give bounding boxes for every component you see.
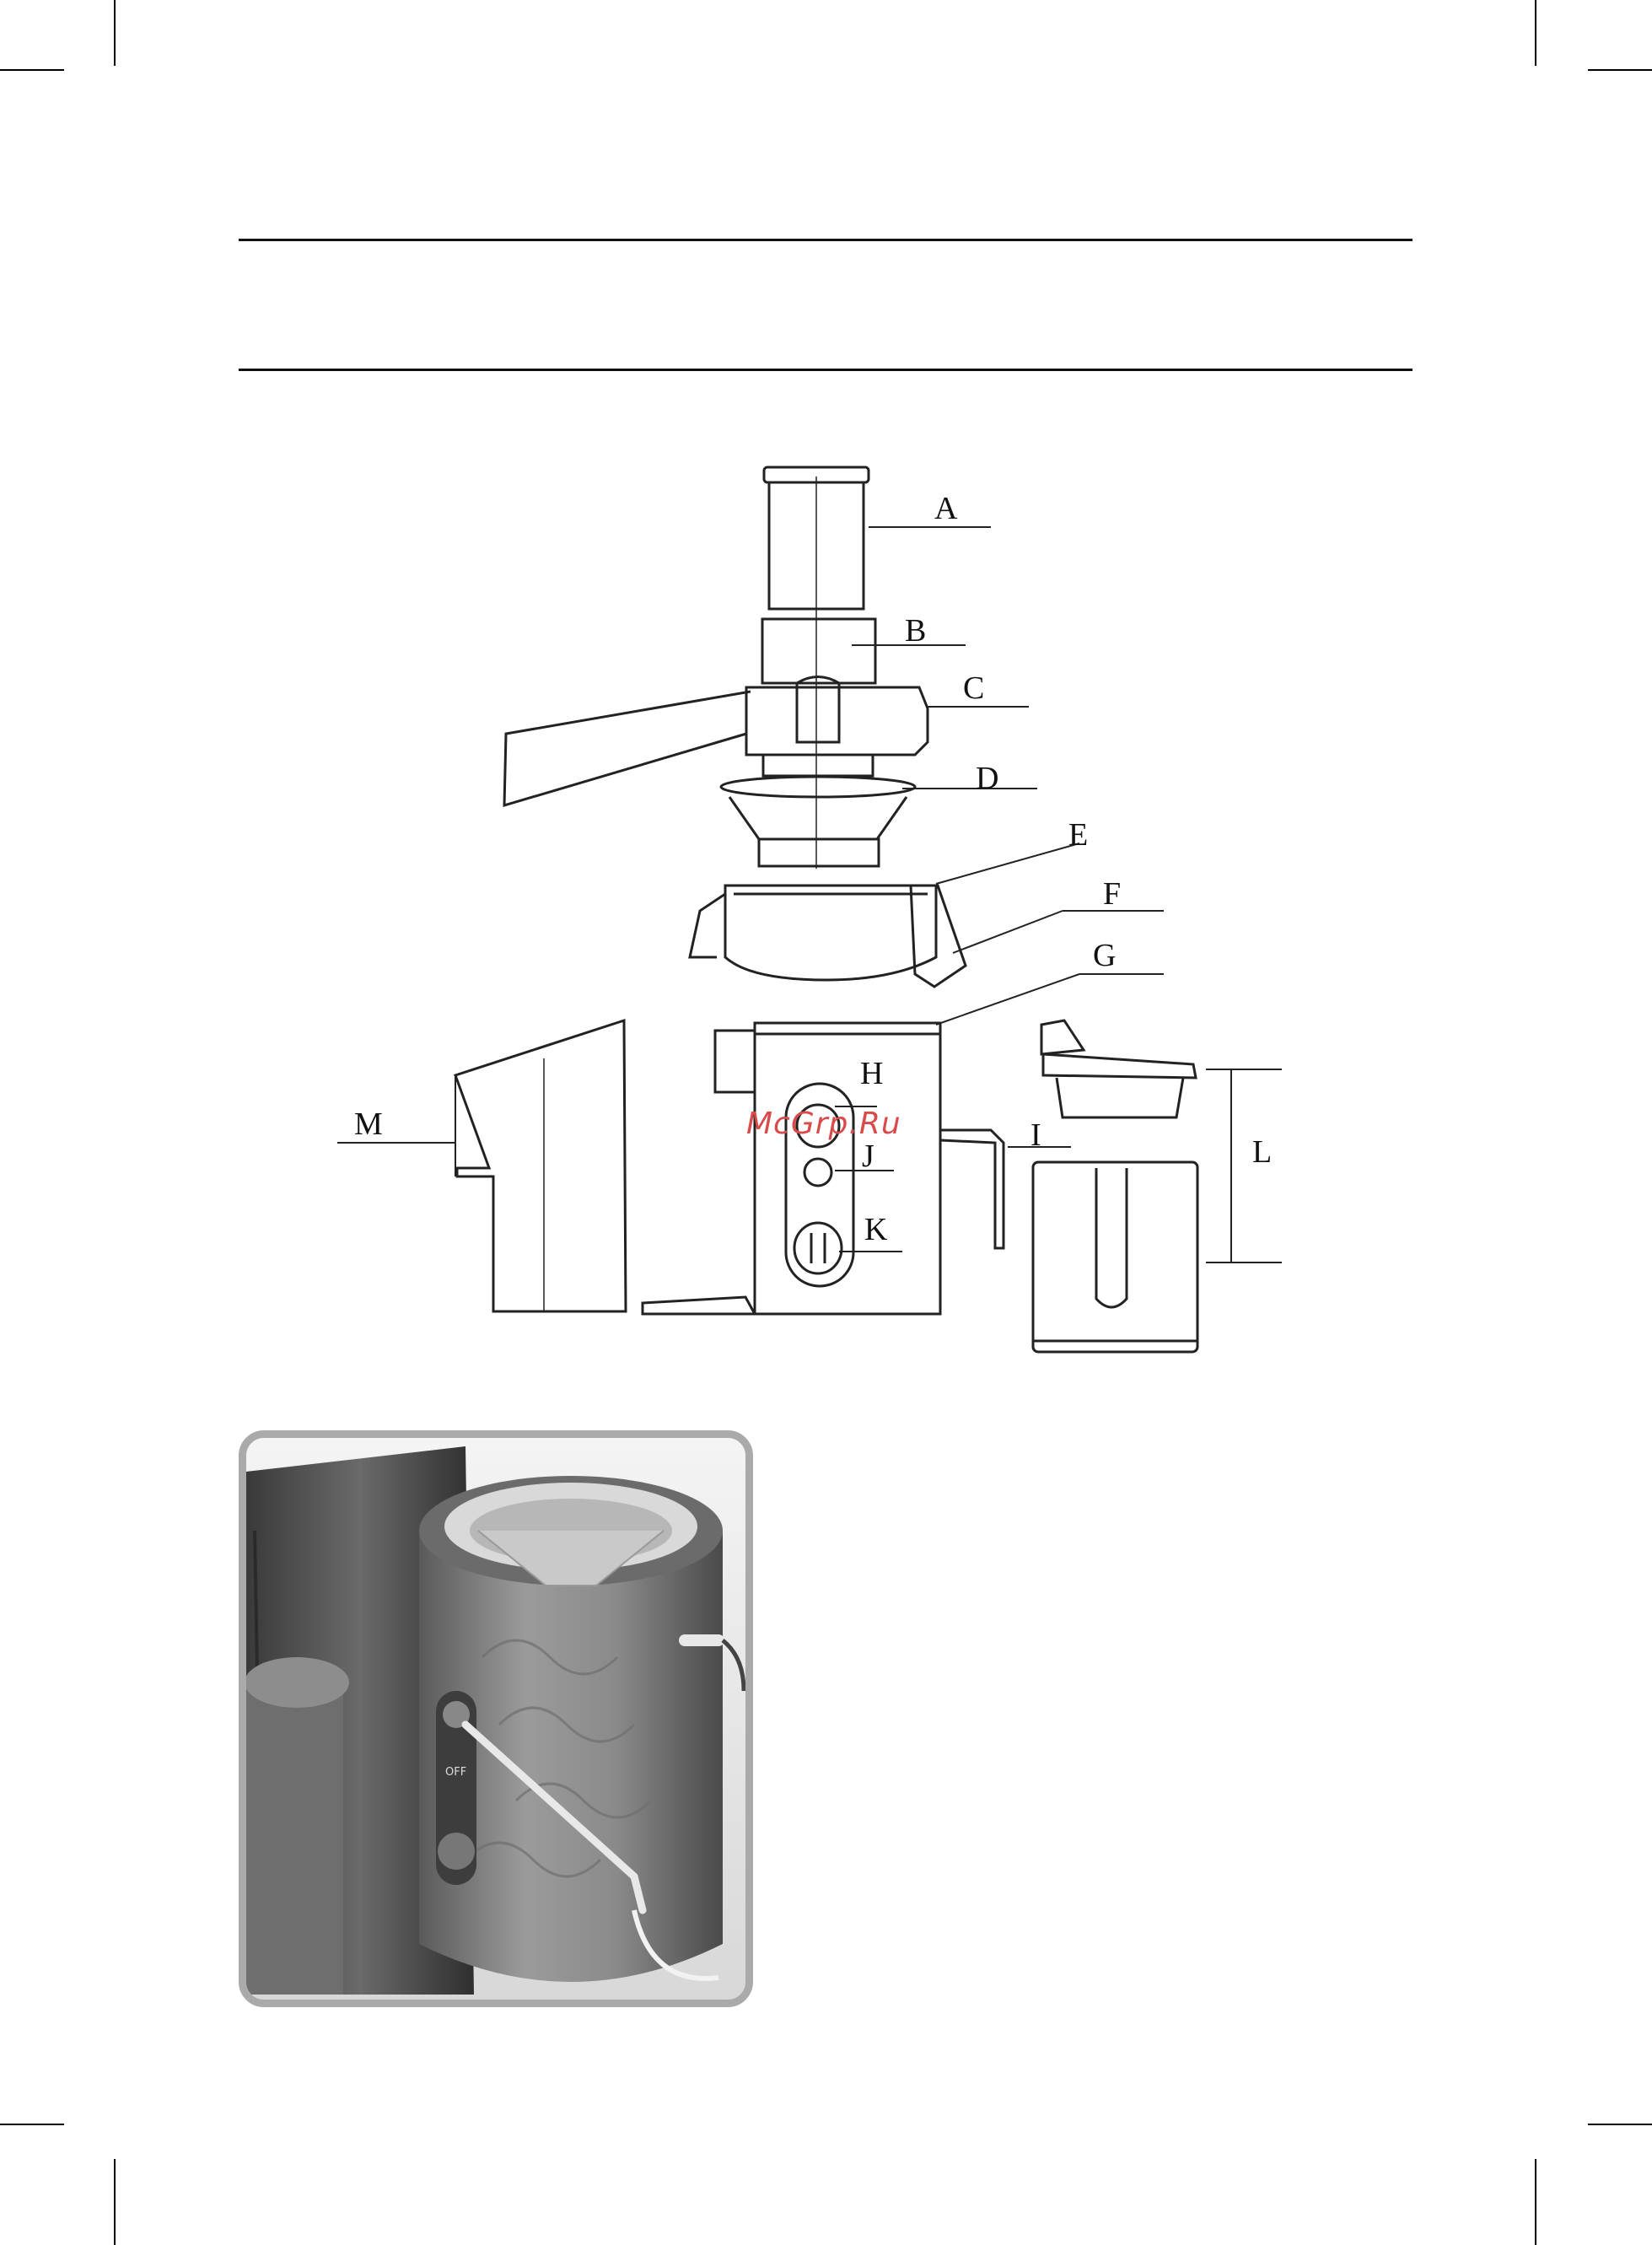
label-j: J bbox=[862, 1139, 874, 1174]
label-f: F bbox=[1103, 876, 1121, 912]
part-l-jug bbox=[1033, 1162, 1197, 1352]
part-b-feed-tube bbox=[762, 619, 875, 683]
part-e-bowl bbox=[725, 886, 936, 980]
label-g: G bbox=[1093, 938, 1116, 973]
part-j-dial bbox=[804, 1159, 831, 1186]
part-d-filter bbox=[721, 777, 915, 797]
crop-mark-br-v bbox=[1535, 2159, 1536, 2245]
part-m-pulp-container bbox=[455, 1020, 626, 1311]
label-m: M bbox=[354, 1106, 383, 1142]
crop-mark-bl-h bbox=[0, 2124, 64, 2125]
juicer-parts-diagram: A B C D E F G H I J K L M bbox=[0, 0, 1652, 1417]
label-d: D bbox=[976, 761, 998, 796]
product-photo: OFF bbox=[239, 1430, 753, 2007]
juicer-photo-illustration: OFF bbox=[246, 1438, 745, 2000]
part-k-knob bbox=[794, 1223, 842, 1273]
label-b: B bbox=[905, 613, 926, 649]
label-l: L bbox=[1252, 1134, 1272, 1170]
part-l-lid bbox=[1041, 1020, 1084, 1054]
label-e: E bbox=[1068, 817, 1088, 853]
label-a: A bbox=[934, 491, 958, 526]
part-i-arm bbox=[940, 1130, 1004, 1248]
label-c: C bbox=[963, 670, 984, 706]
part-f-spout bbox=[911, 886, 966, 987]
label-i: I bbox=[1030, 1117, 1041, 1153]
crop-mark-br-h bbox=[1588, 2124, 1652, 2125]
label-k: K bbox=[864, 1212, 888, 1247]
panel-text: OFF bbox=[445, 1766, 466, 1779]
label-h: H bbox=[860, 1056, 883, 1091]
crop-mark-bl-v bbox=[114, 2159, 116, 2245]
part-c-cover bbox=[746, 687, 928, 755]
watermark: McGrp.Ru bbox=[746, 1106, 901, 1141]
